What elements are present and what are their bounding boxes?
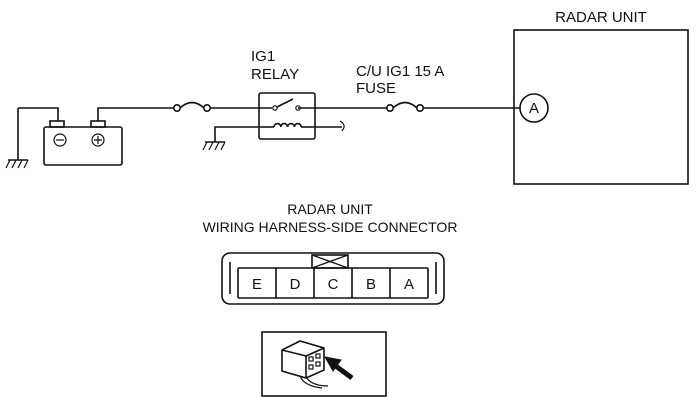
relay-label-line2: RELAY bbox=[251, 66, 299, 83]
battery bbox=[43, 120, 123, 166]
fuse-label-line1: C/U IG1 15 A bbox=[356, 63, 444, 80]
wire-continuation-mark bbox=[339, 120, 345, 132]
battery-negative-icon bbox=[53, 133, 67, 147]
radar-unit-box bbox=[513, 29, 689, 185]
ground-symbol-relay bbox=[202, 141, 226, 151]
radar-unit-title: RADAR UNIT bbox=[555, 9, 647, 26]
connector-pin-b: B bbox=[366, 276, 376, 293]
harness-connector: E D C B A bbox=[221, 252, 445, 305]
radar-unit-terminal-a: A bbox=[519, 93, 549, 123]
connector-view-icon bbox=[261, 331, 387, 397]
ground-symbol-left bbox=[5, 108, 29, 169]
connector-pin-c: C bbox=[328, 276, 339, 293]
relay-coil-ground-wire bbox=[214, 126, 262, 142]
battery-positive-icon bbox=[91, 133, 105, 147]
connector-pin-a: A bbox=[404, 276, 414, 293]
connector-pins: E D C B A bbox=[252, 276, 414, 293]
connector-title-line1: RADAR UNIT bbox=[287, 201, 373, 217]
connector-pin-e: E bbox=[252, 276, 262, 293]
relay-label-line1: IG1 bbox=[251, 48, 275, 65]
terminal-a-label: A bbox=[529, 100, 539, 117]
ground-wire bbox=[18, 107, 59, 121]
main-fuse-symbol bbox=[173, 101, 212, 113]
view-direction-arrow-icon bbox=[324, 356, 354, 381]
battery-positive-wire bbox=[97, 107, 174, 121]
connector-title-line2: WIRING HARNESS-SIDE CONNECTOR bbox=[203, 219, 458, 235]
ig1-relay bbox=[258, 92, 316, 140]
cu-ig1-fuse-symbol bbox=[385, 101, 424, 113]
fuse-label-line2: FUSE bbox=[356, 80, 396, 97]
connector-pin-d: D bbox=[290, 276, 301, 293]
